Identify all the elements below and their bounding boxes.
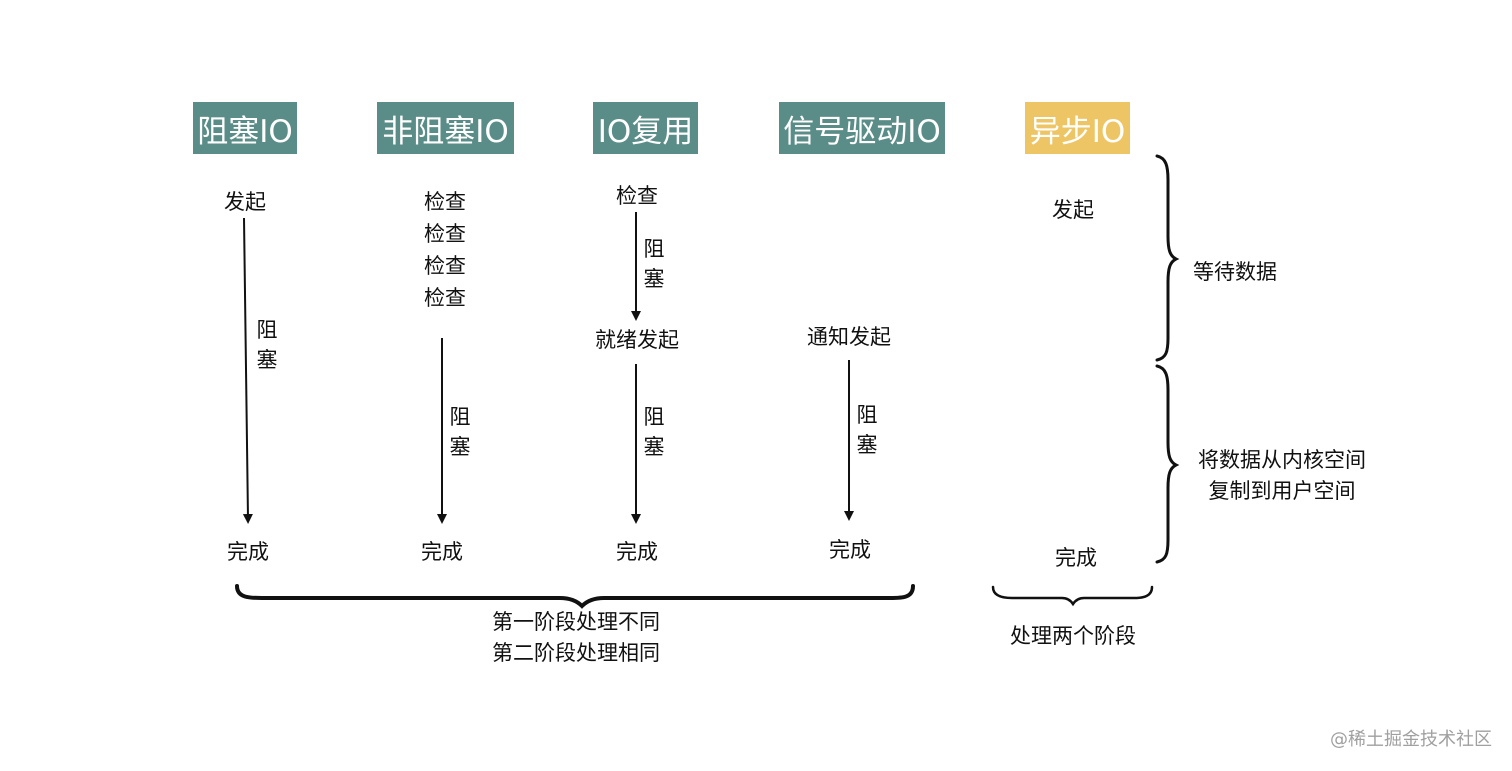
sync-brace: [235, 584, 915, 609]
multiplex-block2-label: 阻塞: [643, 405, 665, 459]
blocking-start-label: 发起: [224, 190, 266, 214]
copy-data-line-2: 复制到用户空间: [1208, 479, 1356, 503]
multiplex-check-label: 检查: [616, 184, 658, 208]
blocking-arrow: [242, 217, 253, 524]
header-async-io: 异步IO: [1025, 102, 1130, 154]
sync-phase-note: 第一阶段处理不同 第二阶段处理相同: [492, 607, 660, 669]
copy-data-brace: [1155, 364, 1180, 564]
sync-note-line-1: 第一阶段处理不同: [492, 610, 660, 634]
nonblocking-check-label: 检查: [424, 222, 466, 246]
signal-block-label: 阻塞: [856, 403, 878, 457]
nonblocking-check-label: 检查: [424, 254, 466, 278]
async-done-label: 完成: [1055, 546, 1097, 570]
nonblocking-block-label: 阻塞: [449, 405, 471, 459]
header-nonblocking-io: 非阻塞IO: [377, 102, 514, 154]
nonblocking-check-label: 检查: [424, 190, 466, 214]
multiplex-done-label: 完成: [616, 540, 658, 564]
nonblocking-done-label: 完成: [421, 540, 463, 564]
signal-done-label: 完成: [829, 538, 871, 562]
multiplex-ready-label: 就绪发起: [595, 328, 679, 352]
watermark-text: @稀土掘金技术社区: [1330, 729, 1492, 750]
async-start-label: 发起: [1052, 198, 1094, 222]
header-signal-driven-io: 信号驱动IO: [779, 102, 945, 154]
header-io-multiplexing: IO复用: [593, 102, 698, 154]
copy-data-line-1: 将数据从内核空间: [1198, 448, 1366, 472]
header-blocking-io: 阻塞IO: [193, 102, 297, 154]
blocking-done-label: 完成: [227, 540, 269, 564]
async-brace: [991, 585, 1154, 607]
sync-note-line-2: 第二阶段处理相同: [492, 641, 660, 665]
signal-notify-label: 通知发起: [807, 325, 891, 349]
wait-data-label: 等待数据: [1193, 260, 1277, 284]
blocking-block-label: 阻塞: [256, 318, 278, 372]
wait-data-brace: [1155, 154, 1180, 362]
multiplex-block1-label: 阻塞: [643, 237, 665, 291]
copy-data-label: 将数据从内核空间 复制到用户空间: [1198, 445, 1366, 507]
async-phase-note: 处理两个阶段: [1010, 624, 1136, 648]
nonblocking-check-label: 检查: [424, 286, 466, 310]
